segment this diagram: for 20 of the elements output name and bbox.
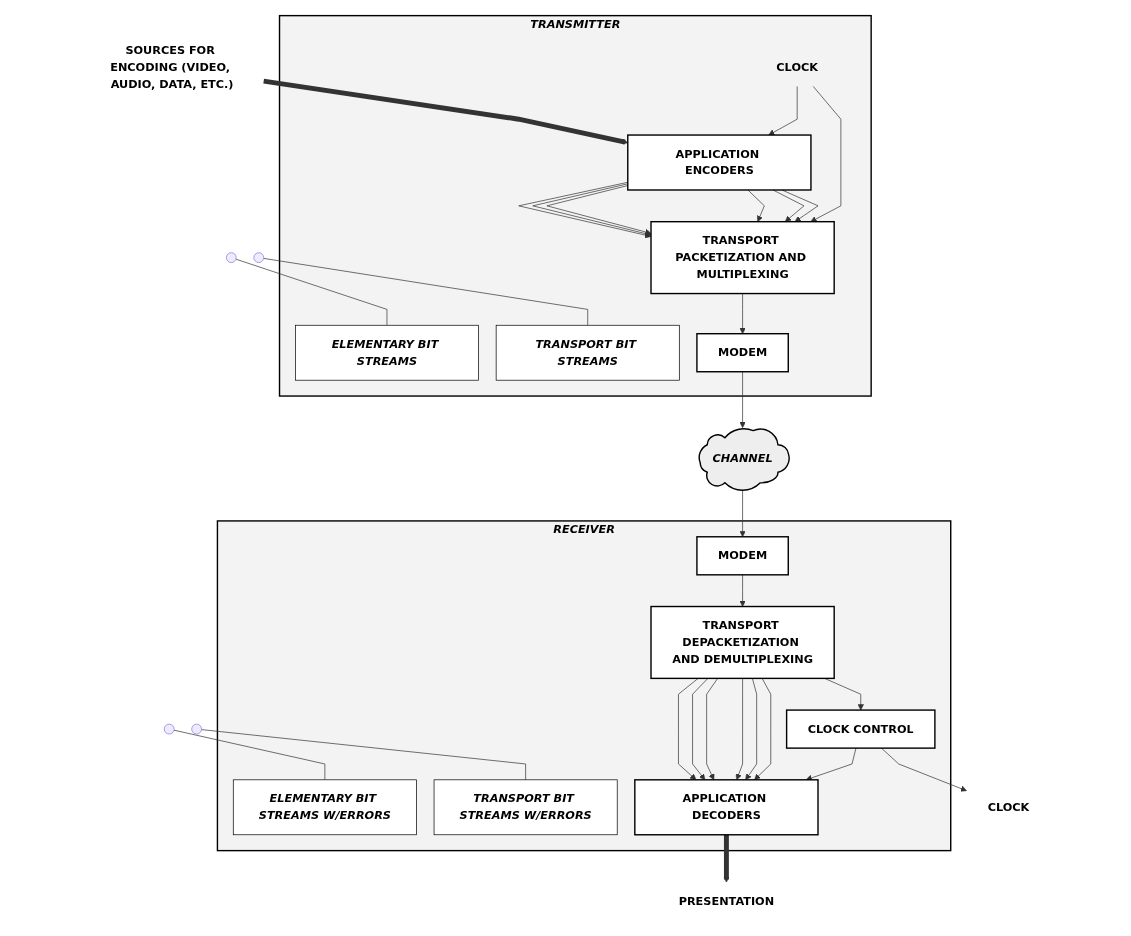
node-box: MODEM (696, 536, 789, 576)
connector (235, 258, 388, 326)
connector (201, 729, 526, 781)
node-text: CLOCK (776, 60, 818, 74)
arrow (723, 834, 730, 883)
node-text: SOURCES FOR ENCODING (VIDEO, AUDIO, DATA, ETC.) (110, 43, 234, 91)
connector (173, 729, 326, 781)
node-box: MODEM (696, 333, 789, 373)
node-box: TRANSPORT DEPACKETIZATION AND DEMULTIPLEXING (650, 605, 835, 680)
node-box: APPLICATION DECODERS (634, 779, 819, 836)
node-box: TRANSPORT PACKETIZATION AND MULTIPLEXING (650, 221, 835, 295)
node-box: APPLICATION ENCODERS (627, 134, 812, 191)
node-box: TRANSPORT BIT STREAMS (495, 324, 680, 381)
node-text: CLOCK (987, 800, 1030, 814)
node-box: ELEMENTARY BIT STREAMS (295, 324, 479, 381)
node-box: CLOCK CONTROL (785, 709, 936, 749)
node-box: ELEMENTARY BIT STREAMS W/ERRORS (232, 779, 417, 836)
node-text: PRESENTATION (678, 894, 775, 908)
connector (263, 258, 589, 326)
node-box: TRANSPORT BIT STREAMS W/ERRORS (433, 779, 618, 836)
